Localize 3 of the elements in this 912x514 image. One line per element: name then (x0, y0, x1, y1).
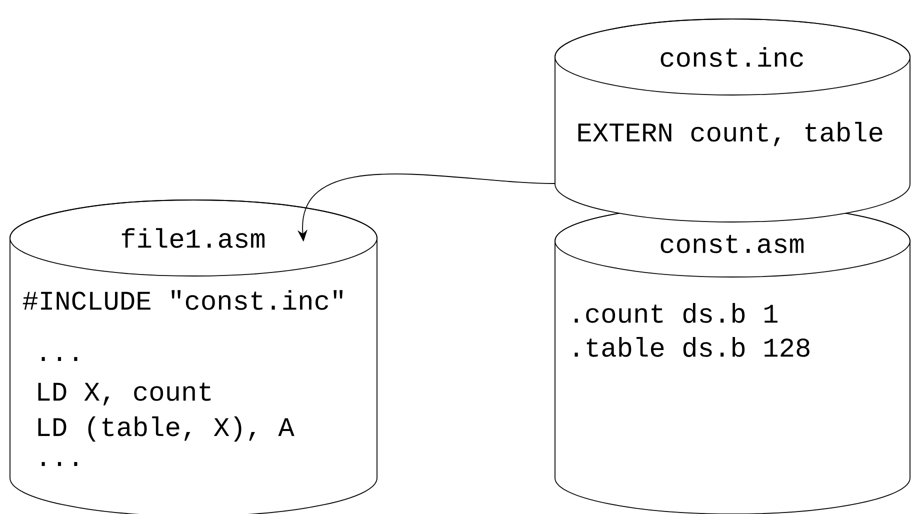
cylinder: const.inc EXTERN count, table (554, 18, 910, 222)
cylinder: file1.asm #INCLUDE "const.inc" ... LD X, count LD (table, X), A ... (10, 200, 378, 514)
cylinder: const.asm .count ds.b 1 .table ds.b 128 (554, 204, 910, 514)
